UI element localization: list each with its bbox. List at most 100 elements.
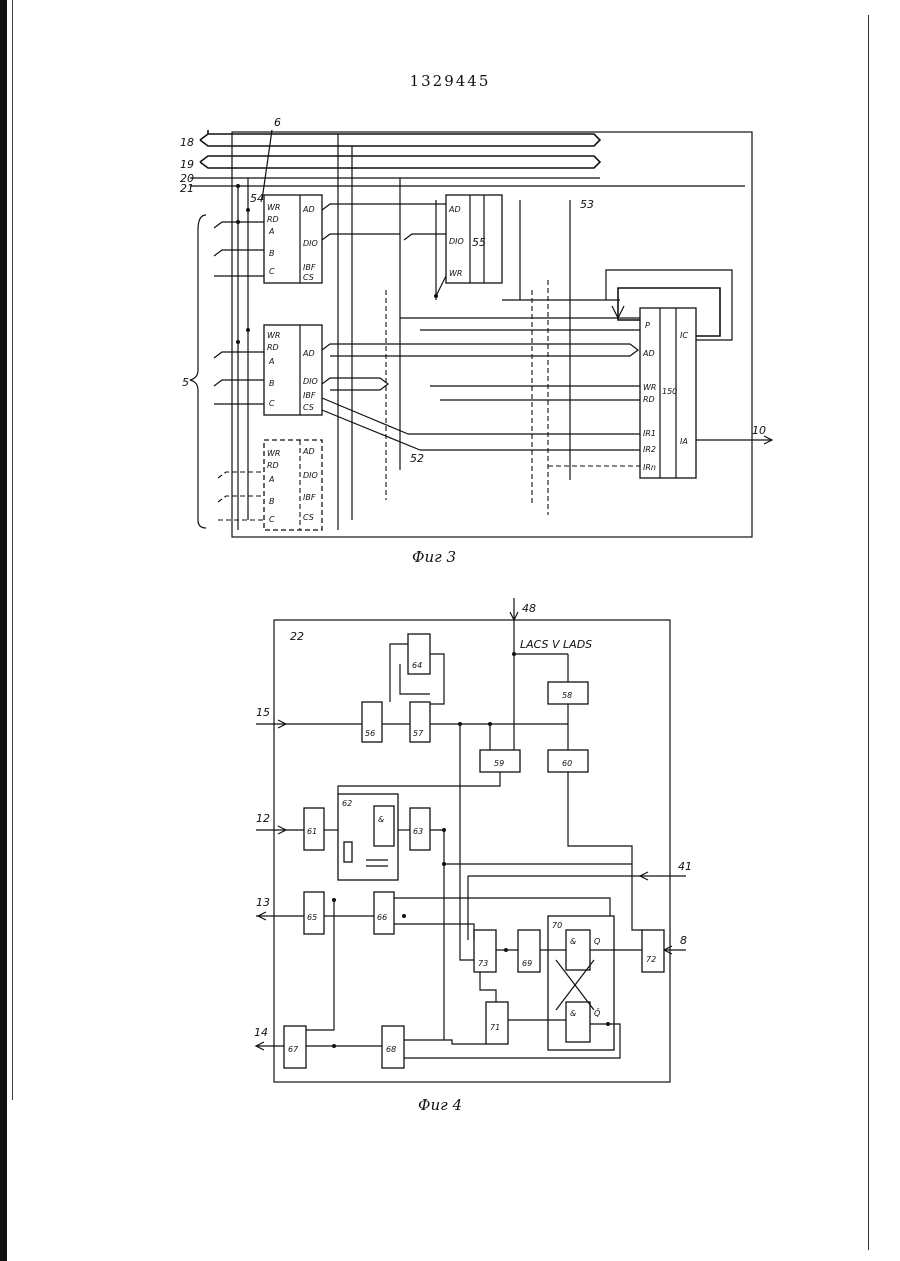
svg-text:RD: RD xyxy=(643,395,655,404)
label-18: 18 xyxy=(180,136,194,149)
svg-text:AD: AD xyxy=(448,205,461,214)
svg-text:AD: AD xyxy=(302,447,315,456)
interface-block-54: WR RD A B C AD DIO IBF CS 54 xyxy=(250,192,322,283)
block-59: 59 xyxy=(480,750,520,772)
svg-text:CS: CS xyxy=(303,403,314,412)
label-5: 5 xyxy=(182,376,189,389)
svg-text:&: & xyxy=(378,815,384,824)
svg-text:61: 61 xyxy=(307,827,317,836)
svg-text:67: 67 xyxy=(288,1045,299,1054)
svg-text:RD: RD xyxy=(267,343,279,352)
svg-text:IBF: IBF xyxy=(303,391,316,400)
label-15: 15 xyxy=(256,706,270,719)
svg-text:64: 64 xyxy=(412,661,422,670)
svg-text:71: 71 xyxy=(490,1023,500,1032)
svg-text:A: A xyxy=(268,475,274,484)
block-side-arrows xyxy=(190,215,264,528)
svg-text:AD: AD xyxy=(642,349,655,358)
svg-text:A: A xyxy=(268,227,274,236)
svg-text:DIO: DIO xyxy=(449,237,464,246)
block-69: 69 xyxy=(518,930,540,972)
block-63: 63 xyxy=(410,808,430,850)
controller-block-150: P AD WR RD IR1 IR2 IRn 150 IC IA 10 xyxy=(606,270,772,478)
svg-text:C: C xyxy=(269,399,275,408)
interface-block-middle: WR RD A B C AD DIO IBF CS xyxy=(264,325,322,415)
svg-text:IBF: IBF xyxy=(303,493,316,502)
svg-text:B: B xyxy=(269,497,275,506)
svg-text:62: 62 xyxy=(342,799,352,808)
figure-4: 22 48 LACS V LADS 15 12 13 14 41 8 56 57… xyxy=(254,598,692,1114)
svg-text:150: 150 xyxy=(662,387,677,396)
svg-text:CS: CS xyxy=(303,513,314,522)
svg-text:IBF: IBF xyxy=(303,263,316,272)
svg-text:C: C xyxy=(269,515,275,524)
block-68: 68 xyxy=(382,1026,404,1068)
memory-block-55: AD DIO WR 55 xyxy=(322,195,502,300)
svg-text:P: P xyxy=(645,321,650,330)
svg-text:54: 54 xyxy=(250,192,264,205)
label-53: 53 xyxy=(580,198,594,211)
block-67: 67 xyxy=(284,1026,306,1068)
svg-text:RD: RD xyxy=(267,215,279,224)
svg-text:60: 60 xyxy=(562,759,572,768)
label-41: 41 xyxy=(678,860,692,873)
svg-text:CS: CS xyxy=(303,273,314,282)
bus-19 xyxy=(200,156,600,168)
block-60: 60 xyxy=(548,750,588,772)
leader-6 xyxy=(262,130,272,200)
svg-text:B: B xyxy=(269,379,275,388)
svg-text:63: 63 xyxy=(413,827,423,836)
label-21: 21 xyxy=(180,182,194,195)
label-14: 14 xyxy=(254,1026,268,1039)
svg-text:WR: WR xyxy=(267,331,280,340)
svg-text:IA: IA xyxy=(680,437,688,446)
label-19: 19 xyxy=(180,158,194,171)
svg-text:58: 58 xyxy=(562,691,572,700)
svg-text:WR: WR xyxy=(643,383,656,392)
block-57: 57 xyxy=(410,702,430,742)
label-52: 52 xyxy=(410,452,424,465)
block-64: 64 xyxy=(408,634,430,674)
svg-text:AD: AD xyxy=(302,205,315,214)
figure-4-caption: Фиг 4 xyxy=(418,1096,462,1114)
svg-text:B: B xyxy=(269,249,275,258)
svg-text:IC: IC xyxy=(680,331,688,340)
svg-text:&: & xyxy=(570,1009,576,1018)
label-8: 8 xyxy=(680,934,687,947)
svg-text:DIO: DIO xyxy=(303,471,318,480)
block-56: 56 xyxy=(362,702,382,742)
svg-text:72: 72 xyxy=(646,955,656,964)
label-48: 48 xyxy=(522,602,536,615)
svg-text:73: 73 xyxy=(478,959,488,968)
svg-text:IR2: IR2 xyxy=(643,445,656,454)
svg-text:65: 65 xyxy=(307,913,317,922)
svg-text:55: 55 xyxy=(472,236,486,249)
block-62: 62 & xyxy=(338,794,398,880)
label-12: 12 xyxy=(256,812,270,825)
svg-text:57: 57 xyxy=(413,729,424,738)
interface-block-optional: WR RD A B C AD DIO IBF CS xyxy=(264,440,322,530)
svg-text:&: & xyxy=(570,937,576,946)
svg-text:DIO: DIO xyxy=(303,377,318,386)
block-61: 61 xyxy=(304,808,324,850)
svg-text:RD: RD xyxy=(267,461,279,470)
figure-3-caption: Фиг 3 xyxy=(412,548,456,566)
block-70: 70 & & Q Q̄ xyxy=(548,916,614,1050)
svg-text:IRn: IRn xyxy=(643,463,656,472)
svg-text:AD: AD xyxy=(302,349,315,358)
svg-text:WR: WR xyxy=(267,203,280,212)
block-72: 72 xyxy=(642,930,664,972)
svg-text:56: 56 xyxy=(365,729,375,738)
svg-text:A: A xyxy=(268,357,274,366)
svg-text:WR: WR xyxy=(267,449,280,458)
svg-text:Q: Q xyxy=(594,937,600,946)
svg-text:C: C xyxy=(269,267,275,276)
svg-text:59: 59 xyxy=(494,759,504,768)
label-6: 6 xyxy=(274,116,281,129)
svg-text:68: 68 xyxy=(386,1045,396,1054)
label-10: 10 xyxy=(752,424,766,437)
signal-lacs-lads: LACS V LADS xyxy=(520,638,592,651)
svg-text:Q̄: Q̄ xyxy=(594,1008,600,1018)
block-73: 73 xyxy=(474,930,496,972)
